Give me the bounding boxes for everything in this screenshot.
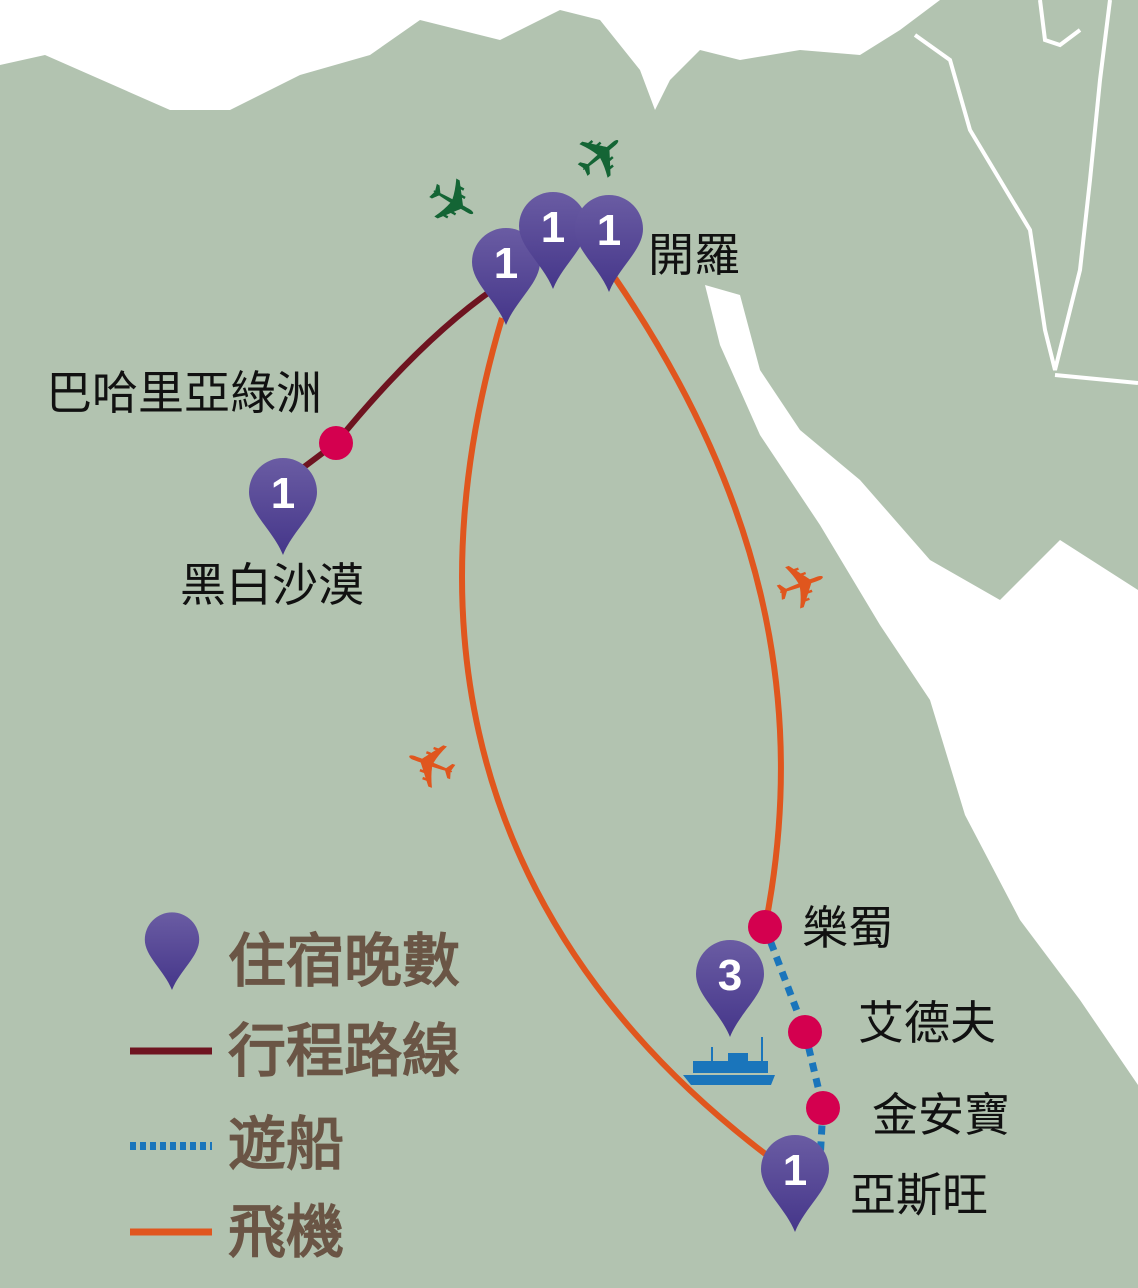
- label-white-desert: 黑白沙漠: [180, 558, 364, 612]
- stop-luxor: [748, 910, 782, 944]
- cruise-path: [761, 925, 827, 1161]
- label-cairo: 開羅: [648, 228, 740, 282]
- legend-cruise: 遊船: [228, 1110, 345, 1178]
- flight-path-west: [459, 317, 782, 1168]
- stops: [319, 426, 840, 1125]
- label-edfu: 艾德夫: [858, 996, 996, 1050]
- borders: [913, 0, 1138, 385]
- pin-aswan: 1: [761, 1135, 829, 1232]
- legend-nights: 住宿晚數: [228, 927, 461, 995]
- svg-text:1: 1: [597, 206, 621, 255]
- pin-cairo-a: 1: [472, 228, 540, 325]
- stop-kom-ombo: [806, 1091, 840, 1125]
- legend-flight: 飛機: [228, 1198, 345, 1266]
- label-aswan: 亞斯旺: [850, 1168, 988, 1222]
- svg-text:1: 1: [541, 203, 565, 252]
- label-luxor: 樂蜀: [802, 901, 894, 955]
- stop-edfu: [788, 1015, 822, 1049]
- svg-text:1: 1: [271, 469, 295, 518]
- pin-cruise: 3: [696, 940, 764, 1037]
- route-line: [298, 285, 497, 473]
- label-kom-ombo: 金安寶: [872, 1088, 1010, 1142]
- svg-text:1: 1: [783, 1146, 807, 1195]
- label-bahariya: 巴哈里亞綠洲: [46, 366, 322, 420]
- flight-path-east: [612, 276, 784, 928]
- svg-text:3: 3: [718, 951, 742, 1000]
- pin-cairo-c: 1: [575, 195, 643, 292]
- stop-bahariya: [319, 426, 353, 460]
- pin-white-desert: 1: [249, 458, 317, 555]
- svg-text:1: 1: [494, 239, 518, 288]
- red-sea: [705, 285, 1138, 1085]
- mediterranean-sea: [0, 0, 940, 110]
- legend-route: 行程路線: [228, 1017, 461, 1085]
- ship-icon: [683, 1037, 775, 1085]
- pin-cairo-b: 1: [519, 192, 587, 289]
